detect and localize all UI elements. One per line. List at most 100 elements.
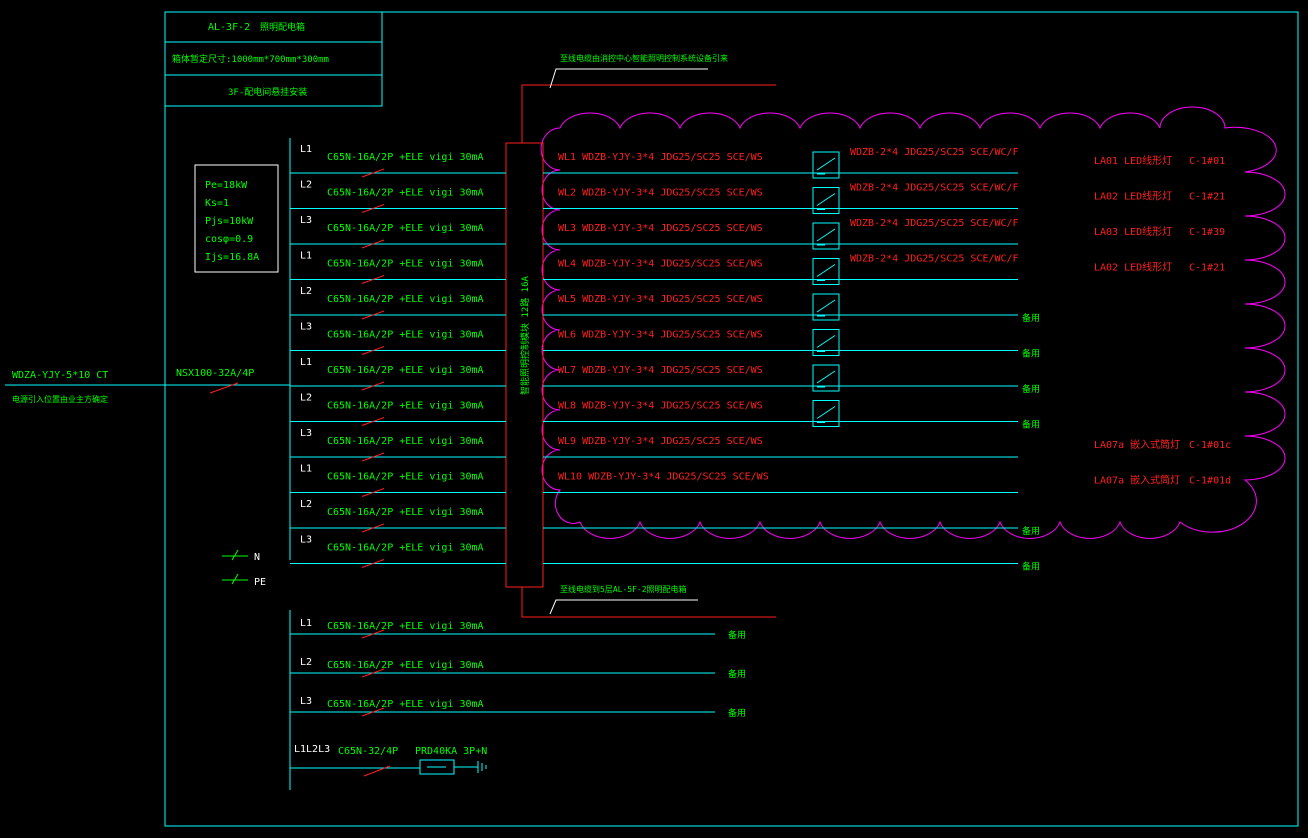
load-spec: C-1#01d	[1189, 476, 1231, 487]
phase-label: L1	[300, 144, 312, 155]
spare-label: 备用	[1022, 419, 1040, 431]
spare-label: 备用	[728, 629, 746, 641]
feeder-label: WL2 WDZB-YJY-3*4 JDG25/SC25 SCE/WS	[558, 188, 763, 199]
breaker-symbol	[361, 239, 385, 249]
breaker-label: C65N-16A/2P +ELE vigi 30mA	[327, 543, 484, 554]
calc-ks: Ks=1	[205, 198, 229, 209]
load-spec: C-1#01	[1189, 156, 1225, 167]
load-label: LA02 LED线形灯	[1094, 190, 1172, 203]
incoming-note: 电源引入位置由业主方确定	[12, 394, 108, 404]
load-label: LA01 LED线形灯	[1094, 154, 1172, 167]
phase-label: L3	[300, 535, 312, 546]
phase-label: L2	[300, 286, 312, 297]
bottom-note: 至线电缆到5层AL-5F-2照明配电箱	[560, 584, 687, 594]
phase-label: L3	[300, 322, 312, 333]
breaker-label: C65N-16A/2P +ELE vigi 30mA	[327, 294, 484, 305]
breaker-label: C65N-16A/2P +ELE vigi 30mA	[327, 365, 484, 376]
breaker-label: C65N-16A/2P +ELE vigi 30mA	[327, 188, 484, 199]
phase-label: L1	[300, 464, 312, 475]
phase-label: L1	[300, 618, 312, 629]
incoming-cable: WDZA-YJY-5*10 CT	[12, 370, 108, 381]
breaker-label: C65N-16A/2P +ELE vigi 30mA	[327, 330, 484, 341]
breaker-symbol	[361, 707, 385, 717]
incoming-feeder: WDZA-YJY-5*10 CT 电源引入位置由业主方确定 NSX100-32A…	[5, 368, 290, 404]
breaker-label: C65N-16A/2P +ELE vigi 30mA	[327, 401, 484, 412]
calc-ijs: Ijs=16.8A	[205, 252, 259, 263]
phase-label: L2	[300, 393, 312, 404]
spare-circuit-row: L1 C65N-16A/2P +ELE vigi 30mA 备用	[290, 618, 746, 641]
neutral-label: N	[254, 552, 260, 563]
breaker-symbol	[361, 204, 385, 213]
load-spec: C-1#21	[1189, 192, 1225, 203]
panel-dimensions: 箱体暂定尺寸:1000mm*700mm*300mm	[172, 53, 329, 65]
extension-cable-label: WDZB-2*4 JDG25/SC25 SCE/WC/F	[850, 183, 1019, 194]
panel-name: 照明配电箱	[260, 21, 305, 33]
breaker-label: C65N-16A/2P +ELE vigi 30mA	[327, 472, 484, 483]
calc-pjs: Pjs=10kW	[205, 216, 254, 227]
breaker-label: C65N-16A/2P +ELE vigi 30mA	[327, 621, 484, 632]
spare-label: 备用	[728, 668, 746, 680]
phase-label: L2	[300, 499, 312, 510]
outer-frame	[164, 11, 1299, 827]
main-breaker-symbol	[209, 382, 239, 394]
load-calc-box: Pe=18kW Ks=1 Pjs=10kW cosφ=0.9 Ijs=16.8A	[194, 164, 279, 273]
pe-label: PE	[254, 577, 266, 588]
breaker-symbol	[361, 346, 385, 355]
feeder-label: WL10 WDZB-YJY-3*4 JDG25/SC25 SCE/WS	[558, 472, 769, 483]
dimmer-symbol	[812, 222, 840, 250]
main-breaker-label: NSX100-32A/4P	[176, 368, 254, 379]
feeder-label: WL1 WDZB-YJY-3*4 JDG25/SC25 SCE/WS	[558, 152, 763, 163]
dimmer-symbol	[812, 187, 840, 214]
breaker-label: C65N-16A/2P +ELE vigi 30mA	[327, 152, 484, 163]
breaker-label: C65N-16A/2P +ELE vigi 30mA	[327, 507, 484, 518]
phase-label: L1	[300, 251, 312, 262]
load-label: LA07a 嵌入式筒灯	[1094, 474, 1180, 487]
n-pe-legend: N PE	[222, 549, 266, 588]
dimmer-symbol	[812, 293, 840, 321]
surge-circuit: L1L2L3 C65N-32/4P PRD40KA 3P+N	[290, 744, 487, 777]
load-spec: C-1#01c	[1189, 440, 1231, 451]
spare-label: 备用	[1022, 312, 1040, 324]
surge-breaker-symbol	[363, 765, 391, 777]
phase-label: L1	[300, 357, 312, 368]
title-block: AL-3F-2 照明配电箱 箱体暂定尺寸:1000mm*700mm*300mm …	[164, 11, 383, 107]
panel-id: AL-3F-2	[208, 22, 250, 33]
surge-phase: L1L2L3	[294, 744, 330, 755]
calc-cos: cosφ=0.9	[205, 234, 253, 245]
dimmer-symbol	[812, 258, 840, 285]
spare-label: 备用	[1022, 348, 1040, 360]
breaker-symbol	[361, 417, 385, 426]
feeder-label: WL9 WDZB-YJY-3*4 JDG25/SC25 SCE/WS	[558, 436, 763, 447]
lighting-module: 智能照明控制模块 12路 16A 至线电缆由消控中心智能照明控制系统设备引来 至…	[505, 53, 776, 618]
breaker-symbol	[361, 488, 385, 497]
breaker-label: C65N-16A/2P +ELE vigi 30mA	[327, 436, 484, 447]
feeder-label: WL3 WDZB-YJY-3*4 JDG25/SC25 SCE/WS	[558, 223, 763, 234]
dimmer-symbol	[812, 400, 840, 427]
breaker-label: C65N-16A/2P +ELE vigi 30mA	[327, 259, 484, 270]
phase-label: L3	[300, 428, 312, 439]
phase-label: L2	[300, 180, 312, 191]
breaker-symbol	[361, 168, 385, 178]
breaker-symbol	[361, 381, 385, 391]
load-spec: C-1#21	[1189, 263, 1225, 274]
top-note: 至线电缆由消控中心智能照明控制系统设备引来	[560, 53, 728, 63]
extension-cable-label: WDZB-2*4 JDG25/SC25 SCE/WC/F	[850, 218, 1019, 229]
phase-label: L3	[300, 696, 312, 707]
surge-breaker: C65N-32/4P	[338, 746, 398, 757]
spare-label: 备用	[1022, 561, 1040, 573]
spd-label: PRD40KA 3P+N	[415, 746, 487, 757]
breaker-label: C65N-16A/2P +ELE vigi 30mA	[327, 660, 484, 671]
feeder-label: WL8 WDZB-YJY-3*4 JDG25/SC25 SCE/WS	[558, 401, 763, 412]
breaker-label: C65N-16A/2P +ELE vigi 30mA	[327, 223, 484, 234]
spare-label: 备用	[728, 707, 746, 719]
spare-label: 备用	[1022, 525, 1040, 537]
